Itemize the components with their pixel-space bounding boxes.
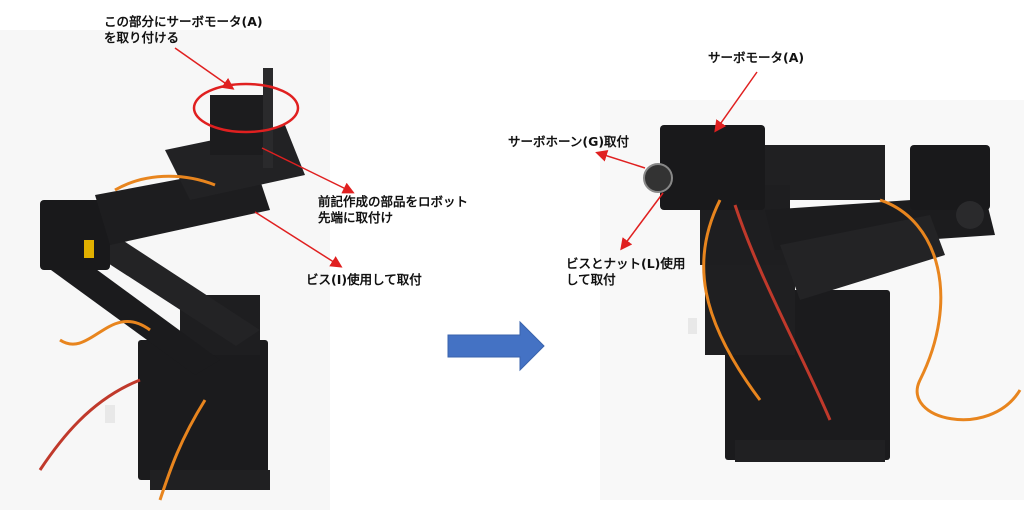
annotation-servo-a: サーボモータ(A) bbox=[708, 50, 805, 65]
annotation-servo-horn: サーボホーン(G)取付 bbox=[508, 134, 630, 149]
annotation-line: ビスとナット(L)使用 bbox=[566, 256, 686, 271]
annotation-line: この部分にサーボモータ(A) bbox=[104, 14, 263, 29]
annotation-screw-nut: ビスとナット(L)使用 して取付 bbox=[566, 256, 685, 288]
left-robot-photo bbox=[0, 30, 330, 510]
annotation-line: を取り付ける bbox=[104, 30, 180, 45]
right-robot-photo bbox=[600, 100, 1024, 500]
annotation-line: 先端に取付け bbox=[318, 210, 394, 225]
annotation-mount-part: 前記作成の部品をロボット 先端に取付け bbox=[318, 194, 468, 226]
next-step-arrow bbox=[447, 320, 545, 372]
annotation-screw-i: ビス(I)使用して取付 bbox=[306, 272, 422, 287]
annotation-line: して取付 bbox=[566, 272, 616, 287]
highlight-ring bbox=[192, 82, 300, 134]
annotation-line: 前記作成の部品をロボット bbox=[318, 194, 469, 209]
annotation-attach-servo: この部分にサーボモータ(A) を取り付ける bbox=[104, 14, 263, 46]
